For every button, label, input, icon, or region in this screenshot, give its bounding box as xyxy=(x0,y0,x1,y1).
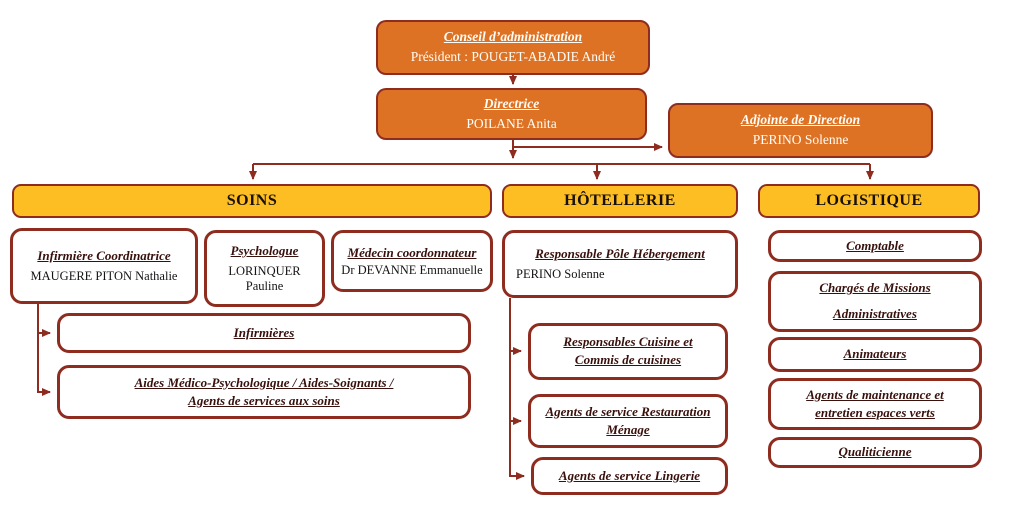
directrice-title: Directrice xyxy=(483,95,540,111)
aides-line2: Agents de services aux soins xyxy=(188,392,340,408)
box-medecin-coordonnateur: Médecin coordonnateur Dr DEVANNE Emmanue… xyxy=(331,230,493,292)
box-conseil-administration: Conseil d’administration Président : POU… xyxy=(376,20,650,75)
box-restauration-menage: Agents de service Restauration Ménage xyxy=(528,394,728,448)
box-psychologue: Psychologue LORINQUER Pauline xyxy=(204,230,325,307)
box-directrice: Directrice POILANE Anita xyxy=(376,88,647,140)
box-comptable: Comptable xyxy=(768,230,982,262)
charges-line1: Chargés de Missions xyxy=(819,280,931,296)
cuisine-line1: Responsables Cuisine et xyxy=(563,334,693,350)
psychologue-name-line1: LORINQUER xyxy=(228,264,301,279)
infirmiere-coordinatrice-name: MAUGERE PITON Nathalie xyxy=(30,269,178,284)
responsable-title: Responsable Pôle Hébergement xyxy=(535,246,705,262)
aides-line1: Aides Médico-Psychologique / Aides-Soign… xyxy=(134,374,394,390)
header-soins: SOINS xyxy=(12,184,492,218)
box-responsable-hebergement: Responsable Pôle Hébergement PERINO Sole… xyxy=(502,230,738,298)
qualiticienne-title: Qualiticienne xyxy=(838,444,912,460)
header-logistique: LOGISTIQUE xyxy=(758,184,980,218)
box-maintenance: Agents de maintenance et entretien espac… xyxy=(768,378,982,430)
box-adjointe-direction: Adjointe de Direction PERINO Solenne xyxy=(668,103,933,158)
restauration-line2: Ménage xyxy=(606,421,650,437)
psychologue-name-line2: Pauline xyxy=(245,279,284,294)
conseil-president: Président : POUGET-ABADIE André xyxy=(410,49,616,64)
cuisine-line2: Commis de cuisines xyxy=(574,352,682,367)
box-infirmiere-coordinatrice: Infirmière Coordinatrice MAUGERE PITON N… xyxy=(10,228,198,304)
box-qualiticienne: Qualiticienne xyxy=(768,437,982,468)
comptable-title: Comptable xyxy=(846,237,904,253)
responsable-name: PERINO Solenne xyxy=(516,267,605,282)
connector-soins-infirmieres xyxy=(37,304,51,337)
box-aides-soignants: Aides Médico-Psychologique / Aides-Soign… xyxy=(57,365,471,419)
infirmiere-coordinatrice-title: Infirmière Coordinatrice xyxy=(37,248,171,264)
medecin-name: Dr DEVANNE Emmanuelle xyxy=(341,262,483,277)
box-charges-missions: Chargés de Missions Administratives xyxy=(768,271,982,332)
box-cuisine: Responsables Cuisine et Commis de cuisin… xyxy=(528,323,728,380)
lingerie-title: Agents de service Lingerie xyxy=(558,467,701,483)
infirmieres-title: Infirmières xyxy=(233,324,295,340)
charges-line2: Administratives xyxy=(833,306,917,321)
restauration-line1: Agents de service Restauration xyxy=(545,403,711,419)
box-infirmieres: Infirmières xyxy=(57,313,471,353)
connector-hotellerie-lingerie xyxy=(509,421,525,480)
connector-hotellerie-restauration xyxy=(509,351,522,425)
maintenance-line1: Agents de maintenance et xyxy=(806,386,944,402)
conseil-title: Conseil d’administration xyxy=(443,29,583,45)
connector-hotellerie-cuisine xyxy=(509,298,522,355)
psychologue-title: Psychologue xyxy=(230,243,299,259)
adjointe-title: Adjointe de Direction xyxy=(740,112,861,128)
directrice-name: POILANE Anita xyxy=(466,115,557,131)
adjointe-name: PERINO Solenne xyxy=(752,132,849,147)
header-hotellerie: HÔTELLERIE xyxy=(502,184,738,218)
connector-soins-aides xyxy=(37,333,51,396)
medecin-title: Médecin coordonnateur xyxy=(347,244,477,260)
box-animateurs: Animateurs xyxy=(768,337,982,372)
box-lingerie: Agents de service Lingerie xyxy=(531,457,728,495)
animateurs-title: Animateurs xyxy=(843,346,907,362)
maintenance-line2: entretien espaces verts xyxy=(815,404,935,420)
